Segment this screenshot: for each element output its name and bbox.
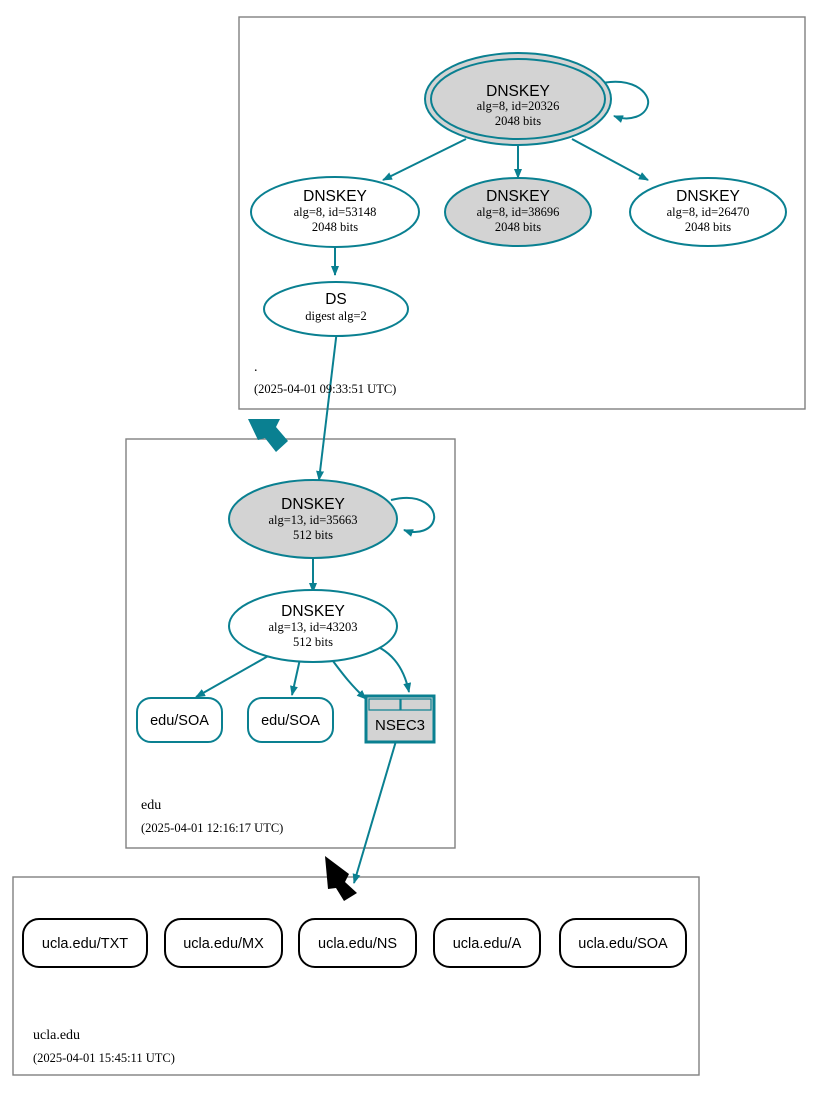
zone-label-edu-name: edu <box>141 798 161 813</box>
delegation-arrow-edu-to-ucla <box>325 856 357 901</box>
zone-label-root-name: . <box>254 360 258 375</box>
node-ucla-ns-rrset[interactable]: ucla.edu/NS <box>298 918 417 968</box>
node-root-zsk-26470-line3: 2048 bits <box>685 220 731 234</box>
node-root-zsk-26470-line2: alg=8, id=26470 <box>667 205 750 219</box>
node-root-ds-line1: DS <box>325 291 347 308</box>
node-edu-nsec3[interactable]: NSEC3 <box>364 694 436 744</box>
node-root-zsk-26470-dnskey[interactable]: DNSKEY alg=8, id=26470 2048 bits <box>629 177 787 247</box>
edge-edu-zsk-to-soa-1 <box>195 654 271 698</box>
node-root-ds-line2: digest alg=2 <box>305 309 367 323</box>
node-ucla-a-rrset[interactable]: ucla.edu/A <box>433 918 541 968</box>
zone-box-edu <box>125 438 456 849</box>
node-ucla-a-label: ucla.edu/A <box>453 936 522 952</box>
zone-label-edu-timestamp: (2025-04-01 12:16:17 UTC) <box>141 821 283 835</box>
node-edu-soa-1-label: edu/SOA <box>150 713 209 729</box>
zone-label-root-timestamp: (2025-04-01 09:33:51 UTC) <box>254 382 396 396</box>
node-ucla-ns-label: ucla.edu/NS <box>318 936 397 952</box>
node-root-zsk-53148-dnskey[interactable]: DNSKEY alg=8, id=53148 2048 bits <box>250 176 420 248</box>
node-edu-zsk-dnskey[interactable]: DNSKEY alg=13, id=43203 512 bits <box>228 589 398 663</box>
node-ucla-soa-rrset[interactable]: ucla.edu/SOA <box>559 918 687 968</box>
node-edu-zsk-line3: 512 bits <box>293 635 333 649</box>
node-root-zsk-53148-line1: DNSKEY <box>303 188 367 205</box>
node-root-ksk-dnskey[interactable]: DNSKEY alg=8, id=20326 2048 bits <box>424 52 612 146</box>
node-root-ksk-line1: DNSKEY <box>486 83 550 100</box>
node-root-zsk-38696-line1: DNSKEY <box>486 188 550 205</box>
node-edu-soa-2-label: edu/SOA <box>261 713 320 729</box>
node-edu-zsk-line2: alg=13, id=43203 <box>268 620 357 634</box>
zone-box-ucla-edu <box>12 876 700 1076</box>
node-edu-soa-1-rrset[interactable]: edu/SOA <box>136 697 223 743</box>
edge-root-ds-to-edu-ksk <box>316 329 338 481</box>
node-root-ksk-line2: alg=8, id=20326 <box>477 99 560 113</box>
edge-root-ksk-self-sign <box>592 80 650 123</box>
edge-root-ksk-to-zsk-53148 <box>382 138 467 181</box>
node-ucla-txt-label: ucla.edu/TXT <box>42 936 128 952</box>
edge-edu-zsk-to-nsec3-a <box>329 656 367 700</box>
node-root-zsk-38696-line3: 2048 bits <box>495 220 541 234</box>
zone-box-root <box>238 16 806 410</box>
zone-label-ucla-timestamp: (2025-04-01 15:45:11 UTC) <box>33 1051 175 1065</box>
node-root-zsk-53148-line3: 2048 bits <box>312 220 358 234</box>
zone-label-ucla-name: ucla.edu <box>33 1028 80 1043</box>
edge-edu-nsec3-to-ucla-zone <box>352 740 397 884</box>
node-edu-nsec3-label: NSEC3 <box>375 717 425 734</box>
edge-edu-ksk-self-sign <box>390 497 436 537</box>
edge-edu-zsk-to-soa-2 <box>290 658 301 696</box>
node-edu-zsk-line1: DNSKEY <box>281 603 345 620</box>
node-root-zsk-26470-line1: DNSKEY <box>676 188 740 205</box>
node-ucla-mx-label: ucla.edu/MX <box>183 936 264 952</box>
node-root-zsk-53148-line2: alg=8, id=53148 <box>294 205 377 219</box>
node-root-zsk-38696-dnskey[interactable]: DNSKEY alg=8, id=38696 2048 bits <box>444 177 592 247</box>
node-edu-ksk-line2: alg=13, id=35663 <box>268 513 357 527</box>
node-ucla-soa-label: ucla.edu/SOA <box>578 936 668 952</box>
node-edu-ksk-line3: 512 bits <box>293 528 333 542</box>
edge-root-ksk-to-zsk-26470 <box>571 138 649 181</box>
node-edu-ksk-line1: DNSKEY <box>281 496 345 513</box>
node-root-ds[interactable]: DS digest alg=2 <box>263 281 409 337</box>
node-edu-ksk-dnskey[interactable]: DNSKEY alg=13, id=35663 512 bits <box>228 479 398 559</box>
delegation-arrow-root-to-edu <box>248 419 288 452</box>
node-root-zsk-38696-line2: alg=8, id=38696 <box>477 205 560 219</box>
node-ucla-mx-rrset[interactable]: ucla.edu/MX <box>164 918 283 968</box>
node-root-ksk-line3: 2048 bits <box>495 114 541 128</box>
node-ucla-txt-rrset[interactable]: ucla.edu/TXT <box>22 918 148 968</box>
node-edu-soa-2-rrset[interactable]: edu/SOA <box>247 697 334 743</box>
